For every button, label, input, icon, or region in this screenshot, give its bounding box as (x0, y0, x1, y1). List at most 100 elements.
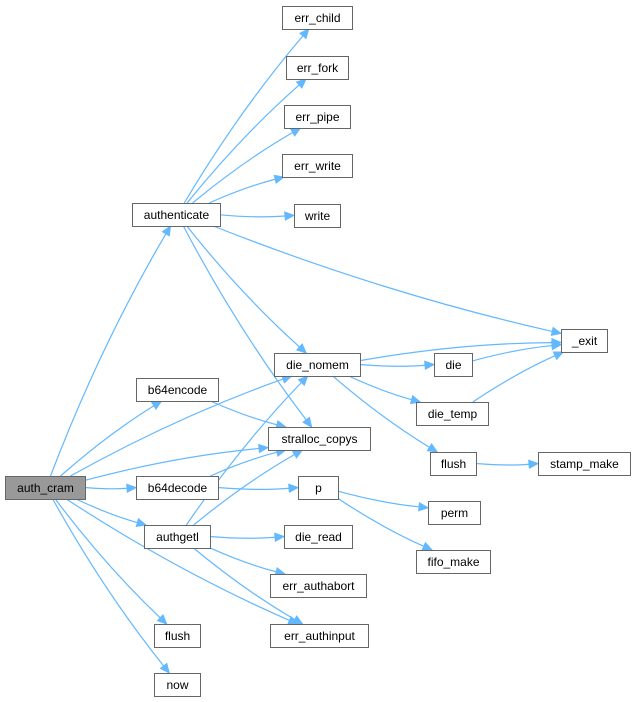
node-label-die-nomem: die_nomem (286, 358, 349, 372)
edge-authenticate-to-stralloc-copys (182, 225, 307, 421)
node-die-read[interactable]: die_read (284, 525, 353, 549)
arrowhead-authenticate-to--exit (550, 326, 563, 336)
node-box-fifo-make[interactable] (416, 550, 491, 574)
node-label-stamp-make: stamp_make (550, 457, 619, 471)
node-box-err-authabort[interactable] (270, 574, 367, 598)
node--exit[interactable]: _exit (561, 329, 608, 353)
edge-authgetl-to-die-nomem (185, 382, 302, 526)
node-die-temp[interactable]: die_temp (416, 402, 489, 426)
node-label-authenticate: authenticate (144, 208, 210, 222)
arrowhead-authenticate-to-err-pipe (289, 127, 302, 137)
edge-auth-cram-to-die-nomem (70, 378, 284, 477)
node-box-authenticate[interactable] (132, 203, 221, 227)
node-box--exit[interactable] (561, 329, 608, 353)
arrowhead-auth-cram-to-now (159, 662, 171, 674)
node-box-auth-cram[interactable] (5, 476, 86, 500)
node-err-authabort[interactable]: err_authabort (270, 574, 367, 598)
arrowhead-flush-to-stamp-make (528, 459, 540, 470)
node-box-die[interactable] (434, 353, 473, 377)
node-box-b64encode[interactable] (136, 378, 219, 402)
edge-authenticate-to-write (219, 214, 286, 218)
node-label-die-read: die_read (295, 530, 342, 544)
node-box-flush[interactable] (430, 452, 477, 476)
node-fifo-make[interactable]: fifo_make (416, 550, 491, 574)
node-label-flush: flush (165, 629, 190, 643)
arrowhead-authenticate-to-err-child (298, 28, 310, 40)
arrowhead-die-nomem-to-flush (426, 442, 439, 453)
node-label-err-fork: err_fork (297, 61, 339, 75)
node-now[interactable]: now (154, 673, 201, 697)
node-label-now: now (166, 678, 188, 692)
edge-authgetl-to-err-authinput (193, 547, 296, 621)
edge-authenticate-to-err-child (183, 35, 304, 204)
node-box-authgetl[interactable] (144, 525, 211, 549)
node-err-authinput[interactable]: err_authinput (270, 624, 369, 648)
node-box-die-read[interactable] (284, 525, 353, 549)
node-p[interactable]: p (298, 476, 339, 500)
node-die[interactable]: die (434, 353, 473, 377)
node-err-pipe[interactable]: err_pipe (284, 105, 351, 129)
node-box-write[interactable] (294, 204, 341, 228)
arrowhead-auth-cram-to-stralloc-copys (258, 443, 270, 454)
node-box-perm[interactable] (428, 501, 481, 525)
edge-authgetl-to-stralloc-copys (193, 453, 295, 526)
node-box-stamp-make[interactable] (538, 452, 631, 476)
node-label-stralloc-copys: stralloc_copys (281, 432, 357, 446)
node-flush[interactable]: flush (154, 624, 201, 648)
arrowhead-auth-cram-to-b64encode (150, 400, 163, 411)
edge-auth-cram-to-err-authinput (65, 498, 290, 621)
arrowhead-authenticate-to-err-fork (295, 78, 307, 89)
edge-auth-cram-to-stralloc-copys (84, 447, 260, 481)
node-box-p[interactable] (298, 476, 339, 500)
node-b64encode[interactable]: b64encode (136, 378, 219, 402)
node-write[interactable]: write (294, 204, 341, 228)
node-box-err-authinput[interactable] (270, 624, 369, 648)
node-stamp-make[interactable]: stamp_make (538, 452, 631, 476)
node-box-die-temp[interactable] (416, 402, 489, 426)
arrowhead-authenticate-to-stralloc-copys (302, 416, 313, 428)
edge-die-to--exit (471, 344, 553, 362)
node-label-b64decode: b64decode (148, 481, 208, 495)
node-b64decode[interactable]: b64decode (136, 476, 219, 500)
edge-auth-cram-to-b64decode (84, 486, 128, 490)
node-stralloc-copys[interactable]: stralloc_copys (268, 427, 371, 451)
node-label-b64encode: b64encode (148, 383, 208, 397)
node-box-err-child[interactable] (282, 6, 353, 30)
edge-auth-cram-to-flush (54, 498, 161, 619)
node-label-err-authabort: err_authabort (282, 579, 355, 593)
node-authgetl[interactable]: authgetl (144, 525, 211, 549)
arrowhead-auth-cram-to-authgetl (135, 517, 148, 528)
edge-authenticate-to-die-nomem (186, 225, 300, 348)
node-box-b64decode[interactable] (136, 476, 219, 500)
edge-authgetl-to-err-authabort (209, 547, 277, 573)
edge-auth-cram-to-authgetl (75, 498, 138, 524)
node-box-die-nomem[interactable] (274, 353, 361, 377)
arrowhead-p-to-fifo-make (421, 541, 434, 551)
node-box-flush[interactable] (154, 624, 201, 648)
node-box-err-write[interactable] (282, 154, 353, 178)
node-label-authgetl: authgetl (156, 530, 199, 544)
node-die-nomem[interactable]: die_nomem (274, 353, 361, 377)
node-box-stralloc-copys[interactable] (268, 427, 371, 451)
node-auth-cram[interactable]: auth_cram (5, 476, 86, 500)
node-label-auth-cram: auth_cram (17, 481, 74, 495)
edge-flush-to-stamp-make (475, 462, 530, 466)
node-authenticate[interactable]: authenticate (132, 203, 221, 227)
node-label--exit: _exit (571, 334, 598, 348)
node-err-fork[interactable]: err_fork (286, 56, 349, 80)
node-label-flush: flush (441, 457, 466, 471)
edge-b64decode-to-p (217, 486, 290, 490)
node-box-err-pipe[interactable] (284, 105, 351, 129)
node-box-err-fork[interactable] (286, 56, 349, 80)
arrowhead-authgetl-to-die-read (274, 532, 286, 543)
arrowhead-auth-cram-to-b64decode (126, 483, 138, 494)
node-err-child[interactable]: err_child (282, 6, 353, 30)
edge-die-nomem-to--exit (359, 342, 553, 362)
edge-die-nomem-to-die (359, 363, 426, 367)
node-flush[interactable]: flush (430, 452, 477, 476)
arrowhead-authgetl-to-stralloc-copys (291, 449, 304, 459)
node-err-write[interactable]: err_write (282, 154, 353, 178)
node-perm[interactable]: perm (428, 501, 481, 525)
node-box-now[interactable] (154, 673, 201, 697)
arrowhead-die-to--exit (551, 340, 563, 351)
